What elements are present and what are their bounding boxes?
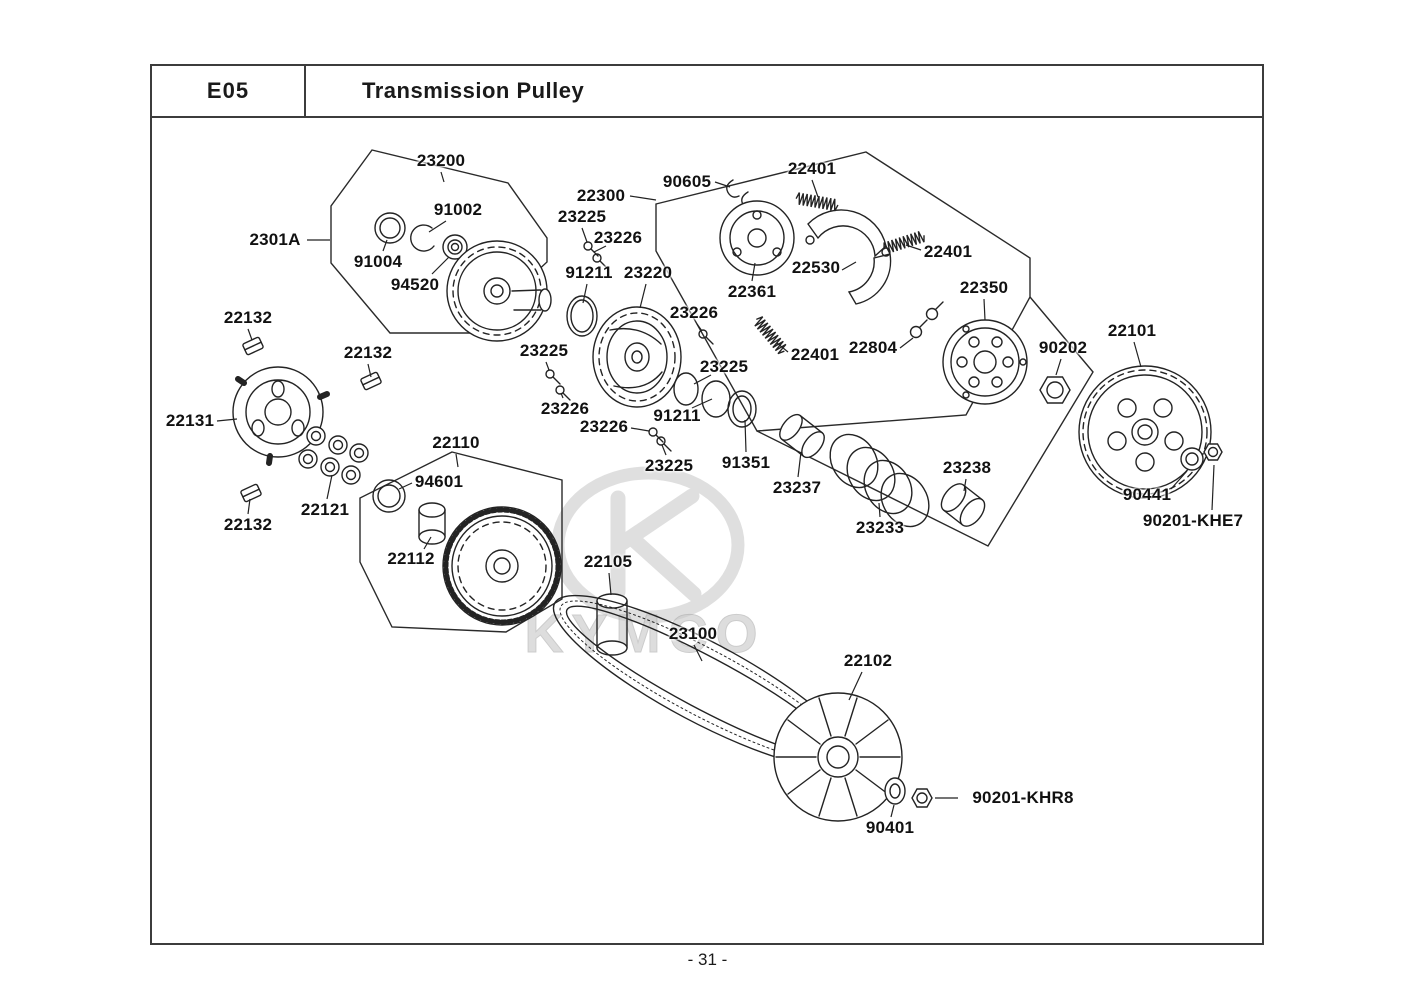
leader-line <box>629 195 657 201</box>
leader-line <box>382 239 388 252</box>
part-bolt-23226-2 <box>698 329 714 345</box>
leader-line <box>608 572 612 596</box>
part-nut-90201-khe7 <box>1203 443 1223 461</box>
leader-line <box>811 179 819 198</box>
part-bolt-23226-3 <box>555 385 571 401</box>
part-bearing-94520 <box>442 234 468 260</box>
leader-line <box>693 374 712 385</box>
leader-line <box>751 262 756 282</box>
part-slider-22132-a <box>242 336 264 356</box>
leader-line <box>582 283 588 304</box>
part-bolt-23226-4 <box>648 427 664 443</box>
part-guide-sleeve-23237 <box>779 413 825 459</box>
part-ring-94601 <box>372 479 406 513</box>
part-snap-ring-91211-b <box>701 380 731 418</box>
leader-line <box>581 227 588 243</box>
part-washer-90401 <box>884 777 906 805</box>
leader-line <box>639 283 647 309</box>
part-snap-ring-91211-a <box>566 295 598 337</box>
leader-line <box>890 804 895 818</box>
leader-line <box>428 220 447 233</box>
part-drive-plate-22361 <box>719 200 795 276</box>
leader-line <box>398 482 413 490</box>
kymco-watermark-logo <box>551 466 745 624</box>
leader-line <box>247 328 253 341</box>
leader-line <box>691 398 713 409</box>
part-nut-90201-khr8 <box>911 788 933 808</box>
leader-line <box>560 392 564 399</box>
leader-line <box>696 323 703 332</box>
part-ring-23225-3 <box>673 372 699 406</box>
leader-line <box>693 644 703 662</box>
part-circlip-91002 <box>410 224 435 252</box>
leader-line <box>1133 341 1142 368</box>
part-clutch-spring-22401-lower <box>754 316 787 355</box>
leader-line <box>848 671 863 701</box>
part-bolt-23226-1 <box>592 253 608 269</box>
part-bushing-22112 <box>418 502 446 545</box>
part-bolt-23225-1 <box>583 241 599 257</box>
frame-movable-face-group <box>359 451 563 633</box>
part-pivot-pins-22804 <box>909 301 944 339</box>
part-slider-22132-c <box>240 483 262 503</box>
leader-line <box>661 444 667 456</box>
leader-line <box>423 536 432 550</box>
leader-line <box>630 427 650 432</box>
leader-line <box>367 363 372 378</box>
part-spring-seat-91351 <box>727 390 757 428</box>
leader-line <box>1170 470 1188 490</box>
page-title: Transmission Pulley <box>362 78 585 103</box>
leader-line <box>440 171 445 183</box>
part-driven-spring-23233 <box>829 433 930 528</box>
part-fan-pulley-22102 <box>773 692 903 822</box>
leader-line <box>593 245 607 253</box>
kymco-watermark-text: KYMCO <box>525 604 766 664</box>
section-code: E05 <box>150 64 306 118</box>
leader-line <box>431 256 450 275</box>
part-movable-face-22110 <box>442 506 562 626</box>
leader-line <box>455 453 459 468</box>
part-spacer-22105 <box>596 593 628 656</box>
leader-line <box>247 498 251 515</box>
leader-line <box>905 244 922 251</box>
part-clutch-carrier-22350 <box>942 319 1028 405</box>
leader-line <box>1211 464 1215 511</box>
leader-line <box>714 181 731 188</box>
header-divider <box>150 64 1264 118</box>
frame-driven-spring-band <box>756 296 1094 547</box>
part-spacer-ring-91004 <box>374 212 406 244</box>
leader-line <box>983 298 986 321</box>
part-clutch-spring-22401-top <box>795 192 839 212</box>
part-bolt-23225-4 <box>656 436 672 452</box>
part-bolt-23225-2 <box>545 369 561 385</box>
leader-line <box>744 419 747 453</box>
page-number: - 31 - <box>687 950 728 969</box>
part-washer-90441 <box>1180 447 1204 471</box>
page-border <box>150 64 1264 945</box>
leader-line <box>963 478 967 492</box>
part-clutch-shoes-22530 <box>805 209 892 305</box>
part-clutch-bell-22101 <box>1078 365 1212 499</box>
part-ramp-plate-22131 <box>232 366 330 466</box>
leader-line <box>545 361 550 371</box>
part-collar-23238 <box>940 483 986 527</box>
part-slider-22132-b <box>360 371 382 391</box>
part-drive-face-23200 <box>446 240 552 342</box>
leader-line <box>878 502 881 518</box>
leader-line <box>899 337 914 349</box>
part-rollers-22121 <box>298 426 369 485</box>
leader-line <box>326 474 333 500</box>
leader-lines <box>216 171 1215 818</box>
leader-line <box>1055 358 1062 376</box>
part-lock-nut-90202 <box>1039 376 1071 404</box>
leader-line <box>797 451 802 478</box>
leader-line <box>216 418 238 422</box>
part-driven-face-23220 <box>592 306 682 408</box>
part-clutch-spring-22401-right <box>883 231 925 254</box>
leader-line <box>776 342 789 353</box>
leader-line <box>841 261 857 271</box>
